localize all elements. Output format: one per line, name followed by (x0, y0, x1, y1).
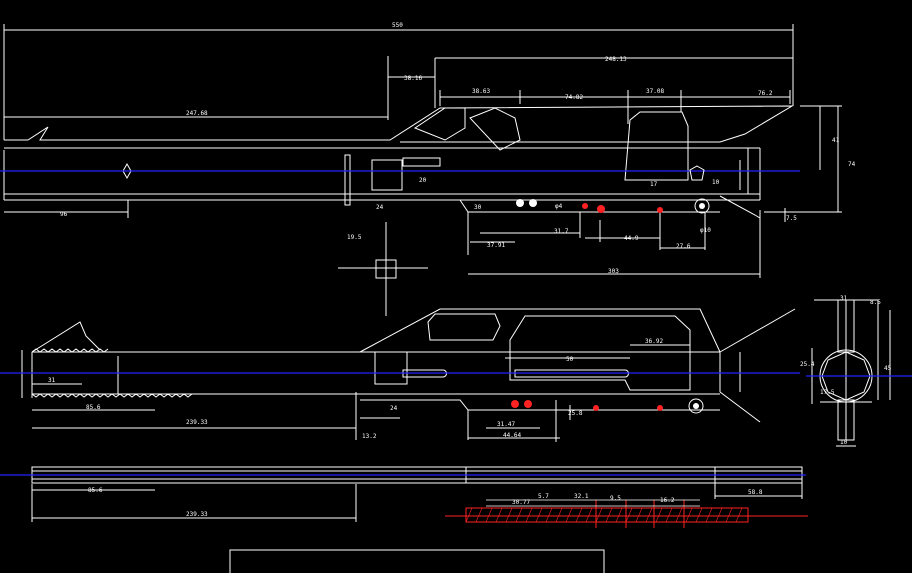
dim-239-33: 239.33 (186, 419, 208, 426)
section-view-labels: 31 25.4 45 8.5 17.5 10 (800, 295, 892, 446)
dim-7-5: 7.5 (786, 215, 797, 222)
dim-44-9: 44.9 (624, 235, 639, 242)
dim-41: 41 (832, 137, 840, 144)
middle-view (21, 308, 796, 442)
dim-17-5: 17.5 (820, 389, 835, 396)
dim-32-1: 32.1 (574, 493, 589, 500)
bottom-view-labels: 85.6 239.33 58.8 30.77 32.1 5.7 9.5 16.2 (88, 487, 763, 518)
dim-phi10: φ10 (700, 227, 711, 234)
dim-24: 24 (376, 204, 384, 211)
dim-36-92: 36.92 (645, 338, 663, 345)
dim-303: 303 (608, 268, 619, 275)
dim-8-5: 8.5 (870, 299, 881, 306)
dim-10: 10 (712, 179, 720, 186)
dim-31: 31 (840, 295, 848, 302)
dim-239-33: 239.33 (186, 511, 208, 518)
hatched-detail (445, 499, 808, 528)
bottom-view (31, 466, 803, 573)
dim-37-91: 37.91 (487, 242, 505, 249)
dim-16-2: 16.2 (660, 497, 675, 504)
dim-85-6: 85.6 (88, 487, 103, 494)
dim-25-8: 25.8 (568, 410, 583, 417)
dim-17: 17 (650, 181, 658, 188)
dim-25-4: 25.4 (800, 361, 815, 368)
dim-27-6: 27.6 (676, 243, 691, 250)
dim-13-2: 13.2 (362, 433, 377, 440)
dim-50: 50 (566, 356, 574, 363)
dim-74-82: 74.82 (565, 94, 583, 101)
dim-248-13: 248.13 (605, 56, 627, 63)
dim-20: 20 (419, 177, 427, 184)
middle-view-labels: 31 85.6 239.33 36.92 50 24 31.47 44.64 1… (48, 338, 663, 440)
dim-247-68: 247.68 (186, 110, 208, 117)
dim-31-47: 31.47 (497, 421, 515, 428)
middle-holes (511, 398, 704, 414)
dim-38-63: 38.63 (472, 88, 490, 95)
dim-31-7: 31.7 (554, 228, 569, 235)
dim-96: 96 (60, 211, 68, 218)
dim-76-2: 76.2 (758, 90, 773, 97)
dim-19-5: 19.5 (347, 234, 362, 241)
top-holes (516, 165, 710, 214)
section-view (811, 299, 891, 447)
dim-overall: 550 (392, 22, 403, 29)
dim-58-8: 58.8 (748, 489, 763, 496)
dim-9-5: 9.5 (610, 495, 621, 502)
dim-38-16: 38.16 (404, 75, 422, 82)
dim-74: 74 (848, 161, 856, 168)
dim-45: 45 (884, 365, 892, 372)
dim-85-6: 85.6 (86, 404, 101, 411)
dim-31: 31 (48, 377, 56, 384)
dim-44-64: 44.64 (503, 432, 521, 439)
dim-30: 30 (474, 204, 482, 211)
dim-5-7: 5.7 (538, 493, 549, 500)
dim-phi4: φ4 (555, 203, 563, 210)
dim-24: 24 (390, 405, 398, 412)
top-view-labels: 550 247.68 248.13 38.16 38.63 74.82 37.0… (60, 22, 856, 275)
dim-37-08: 37.08 (646, 88, 664, 95)
dim-30-77: 30.77 (512, 499, 530, 506)
top-view (3, 24, 842, 316)
dim-10: 10 (840, 439, 848, 446)
